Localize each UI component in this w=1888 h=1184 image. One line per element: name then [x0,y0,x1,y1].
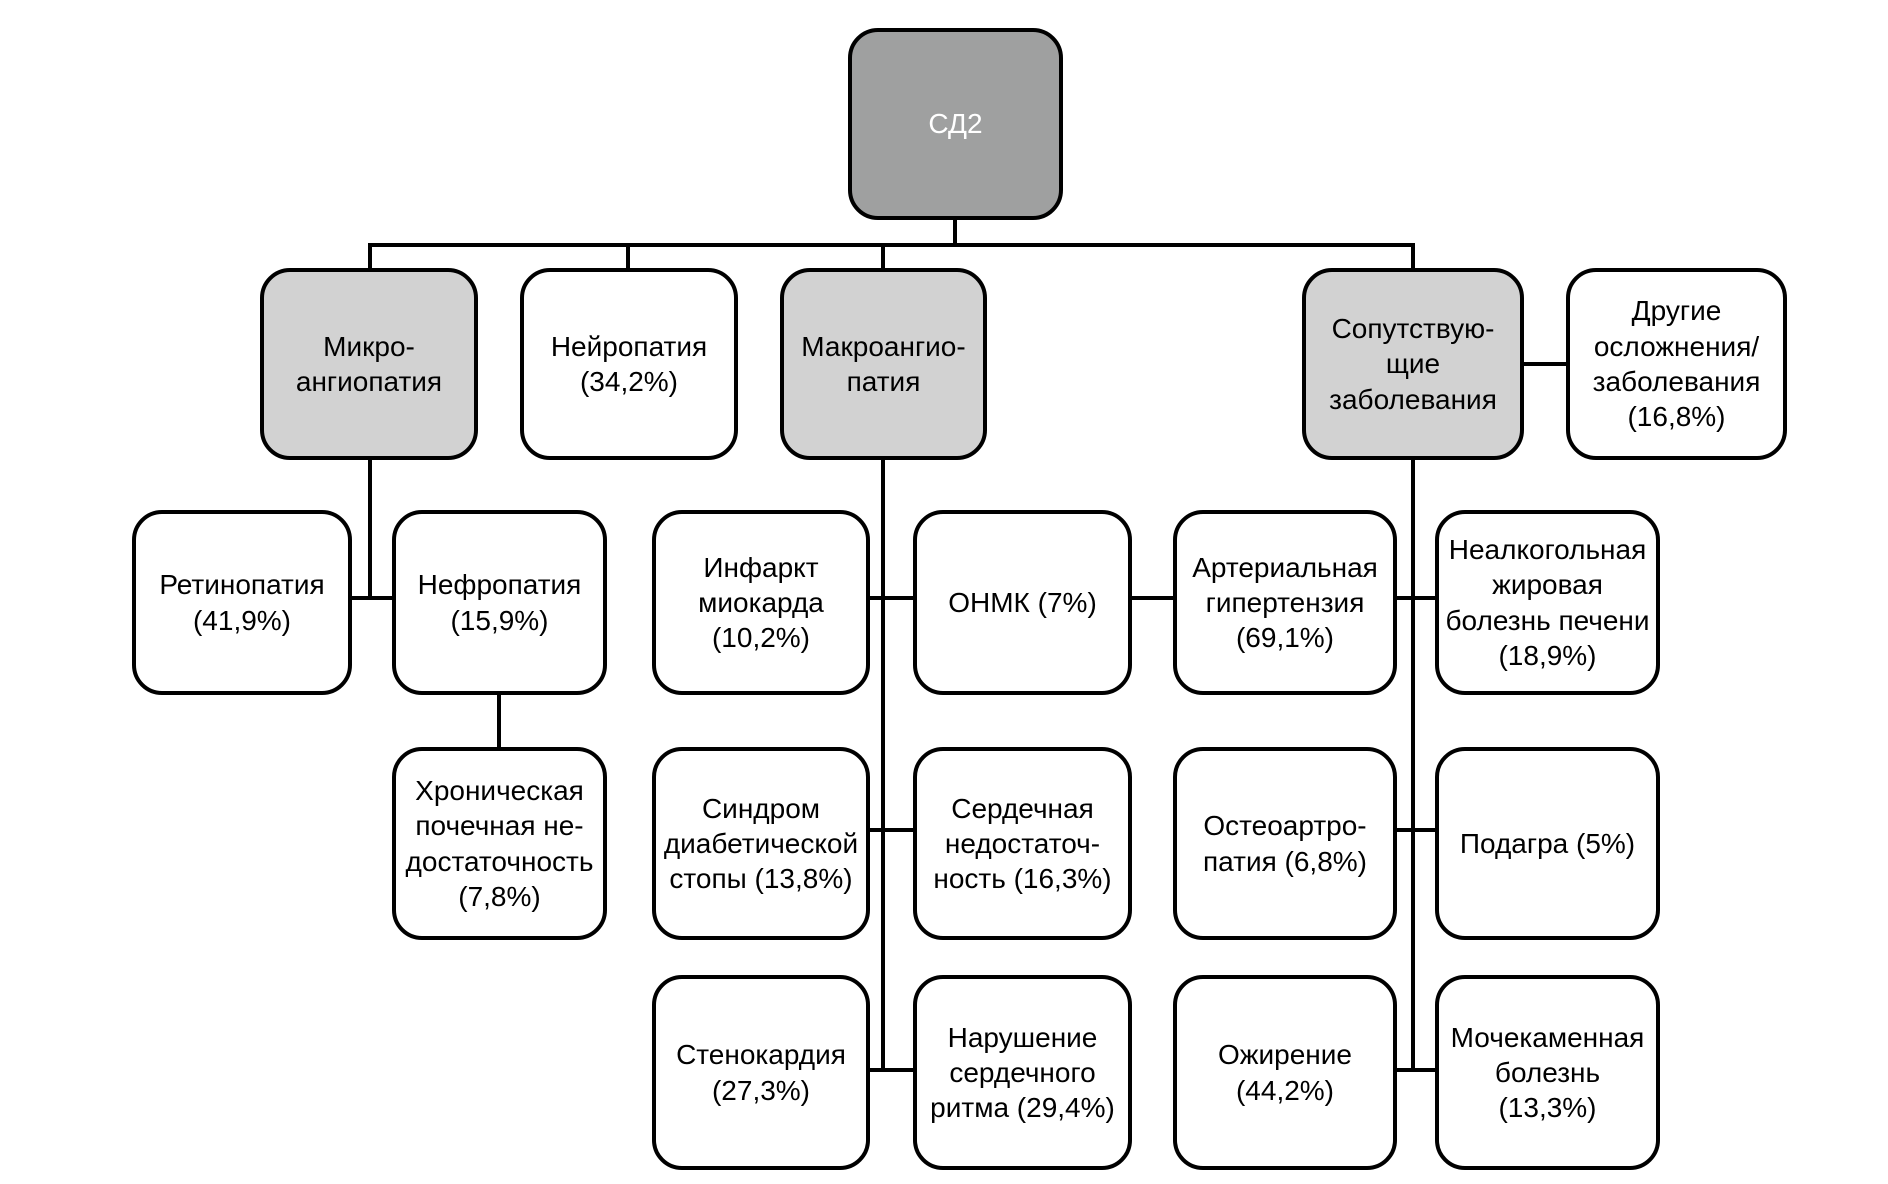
connector-root-drop [953,220,957,247]
node-comorbidities: Сопутствую- щие заболевания [1302,268,1524,460]
connector-drop-macro [881,243,885,268]
node-sd2: СД2 [848,28,1063,220]
connector-mi-onmk [870,596,913,600]
connector-retino-nephro [352,596,392,600]
node-ckd: Хроническая почечная не- достаточность (… [392,747,607,940]
connector-drop-neuro [626,243,630,268]
node-nephropathy: Нефропатия (15,9%) [392,510,607,695]
node-macroangiopathy: Макроангио- патия [780,268,987,460]
node-gout: Подагра (5%) [1435,747,1660,940]
node-arrhythmia: Нарушение сердечного ритма (29,4%) [913,975,1132,1170]
connector-osteo-gout [1397,828,1435,832]
node-retinopathy: Ретинопатия (41,9%) [132,510,352,695]
node-angina: Стенокардия (27,3%) [652,975,870,1170]
node-myocardial-infarction: Инфаркт миокарда (10,2%) [652,510,870,695]
connector-comorbid-other [1524,362,1566,366]
node-diabetic-foot: Синдром диабетической стопы (13,8%) [652,747,870,940]
node-osteoarthropathy: Остеоартро- патия (6,8%) [1173,747,1397,940]
connector-sds-hf [870,828,913,832]
node-microangiopathy: Микро- ангиопатия [260,268,478,460]
connector-obesity-uro [1397,1068,1435,1072]
connector-spine-comorbid [1411,460,1415,1072]
connector-onmk-ah [1132,596,1173,600]
node-urolithiasis: Мочекаменная болезнь (13,3%) [1435,975,1660,1170]
connector-drop-micro [368,243,372,268]
connector-ah-nafld [1397,596,1435,600]
node-other-complications: Другие осложнения/ заболевания (16,8%) [1566,268,1787,460]
connector-spine-macro [881,460,885,1072]
node-heart-failure: Сердечная недостаточ- ность (16,3%) [913,747,1132,940]
node-stroke: ОНМК (7%) [913,510,1132,695]
connector-angina-arrhythmia [870,1068,913,1072]
connector-drop-comorbid [1411,243,1415,268]
node-nafld: Неалкогольная жировая болезнь печени (18… [1435,510,1660,695]
connector-nephro-ckd [497,695,501,747]
node-obesity: Ожирение (44,2%) [1173,975,1397,1170]
connector-spine-micro [368,460,372,600]
connector-bus [368,243,1415,247]
node-arterial-hypertension: Артериальная гипертензия (69,1%) [1173,510,1397,695]
node-neuropathy: Нейропатия (34,2%) [520,268,738,460]
